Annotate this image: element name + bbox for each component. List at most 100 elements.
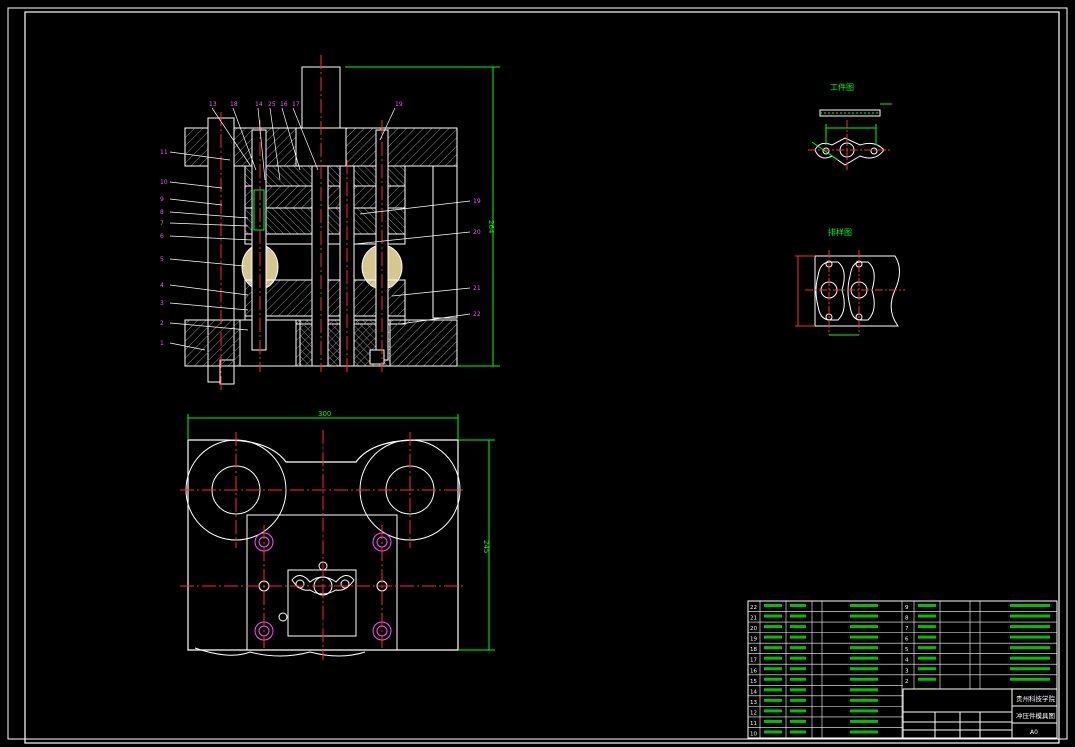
tb-cell-mark <box>850 625 878 629</box>
tb-cell-mark <box>918 646 936 650</box>
die-block <box>246 514 398 651</box>
tb-cell-mark <box>850 646 878 650</box>
part-number-left: 7 <box>160 220 164 227</box>
tb-cell-mark <box>790 656 806 660</box>
part-number-top: 25 <box>268 101 276 108</box>
tb-cell-mark <box>764 730 782 734</box>
tb-cell-mark <box>850 698 878 702</box>
tb-cell-mark <box>790 635 806 639</box>
part-number-left: 11 <box>160 149 168 156</box>
part-number-left: 2 <box>160 320 164 327</box>
tb-cell-mark <box>918 614 936 618</box>
tb-cell-mark <box>918 677 936 681</box>
plan-height-dim: 245 <box>482 540 490 553</box>
layout-title: 排样图 <box>828 227 852 237</box>
part-number-top: 13 <box>209 101 217 108</box>
tb-cell-mark <box>764 667 782 671</box>
part-number-left: 6 <box>160 233 164 240</box>
part-number-top: 19 <box>395 101 403 108</box>
part-number-top: 17 <box>292 101 300 108</box>
tb-cell-mark <box>1010 635 1050 639</box>
outer-frame <box>7 7 1068 740</box>
tb-row-number: 18 <box>750 647 757 653</box>
tb-cell-mark <box>1010 656 1050 660</box>
tb-cell-mark <box>764 604 782 607</box>
tb-row-number: 10 <box>750 732 757 738</box>
punch-1 <box>251 129 267 351</box>
tb-cell-mark <box>918 635 936 639</box>
part-number-left: 5 <box>160 256 164 263</box>
part-number-left: 10 <box>160 179 168 186</box>
workpiece-title: 工件图 <box>830 82 854 92</box>
tb-cell-mark <box>764 625 782 629</box>
tb-row-number: 22 <box>750 605 757 611</box>
tb-row-number: 19 <box>750 637 757 643</box>
tb-row-number: 13 <box>750 700 757 706</box>
part-number-left: 4 <box>160 282 164 289</box>
tb-cell-mark <box>790 719 806 723</box>
tb-row-number: 4 <box>905 658 909 664</box>
tb-cell-mark <box>850 719 878 723</box>
part-number-top: 14 <box>255 101 263 108</box>
tb-row-number: 16 <box>750 668 757 674</box>
tb-cell-mark <box>790 730 806 734</box>
strip-layout-drawing: 排样图 <box>795 227 905 336</box>
part-number-left: 8 <box>160 209 164 216</box>
part-number-top: 18 <box>230 101 238 108</box>
tb-row-number: 5 <box>905 647 909 653</box>
tb-cell-mark <box>790 604 806 607</box>
tb-cell-mark <box>850 730 878 734</box>
main-height-dim: 264 <box>487 220 495 234</box>
tb-row-number: 9 <box>905 605 909 611</box>
part-number-top: 16 <box>280 101 288 108</box>
tb-cell-mark <box>918 667 936 671</box>
part-numbers-top: 13 18 14 25 16 17 19 <box>209 101 403 108</box>
tb-cell-mark <box>918 604 936 607</box>
tb-cell-mark <box>1010 677 1050 681</box>
tb-row-number: 20 <box>750 626 757 632</box>
tb-row-number: 2 <box>905 679 909 685</box>
tb-row-number: 3 <box>905 668 909 674</box>
tb-cell-mark <box>764 677 782 681</box>
tb-cell-mark <box>1010 667 1050 671</box>
tb-cell-mark <box>850 635 878 639</box>
tb-cell-mark <box>1010 604 1050 607</box>
punch-2 <box>311 165 329 367</box>
tb-cell-mark <box>790 614 806 618</box>
part-number-left: 9 <box>160 196 164 203</box>
part-number-left: 1 <box>160 340 164 347</box>
part-number-right: 20 <box>473 229 481 236</box>
tb-cell-mark <box>1010 646 1050 650</box>
tb-school: 贵州科技学院 <box>1016 694 1056 703</box>
tb-cell-mark <box>790 698 806 702</box>
tb-drawing-name: 冲压件模具图 <box>1016 711 1055 720</box>
tb-cell-mark <box>918 656 936 660</box>
tb-cell-mark <box>790 677 806 681</box>
part-number-right: 22 <box>473 311 481 318</box>
tb-cell-mark <box>790 709 806 713</box>
tb-cell-mark <box>850 667 878 671</box>
tb-cell-mark <box>790 688 806 692</box>
tb-row-number: 17 <box>750 658 757 664</box>
tb-cell-mark <box>850 709 878 713</box>
tb-cell-mark <box>764 688 782 692</box>
tb-cell-mark <box>850 604 878 607</box>
tb-cell-mark <box>790 667 806 671</box>
tb-cell-mark <box>764 614 782 618</box>
tb-cell-mark <box>850 656 878 660</box>
title-block: 22212019181716151413121110987654321 贵州科技… <box>747 600 1058 739</box>
tb-cell-mark <box>764 709 782 713</box>
tb-row-number: 14 <box>750 689 757 695</box>
tb-cell-mark <box>850 677 878 681</box>
tb-row-number: 6 <box>905 637 909 643</box>
inner-frame <box>24 11 1060 744</box>
tb-cell-mark <box>918 625 936 629</box>
tb-cell-mark <box>1010 614 1050 618</box>
tb-cell-mark <box>790 625 806 629</box>
part-number-right: 21 <box>473 285 481 292</box>
workpiece-drawing: 工件图 <box>808 82 892 172</box>
tb-cell-mark <box>790 646 806 650</box>
tb-cell-mark <box>764 698 782 702</box>
